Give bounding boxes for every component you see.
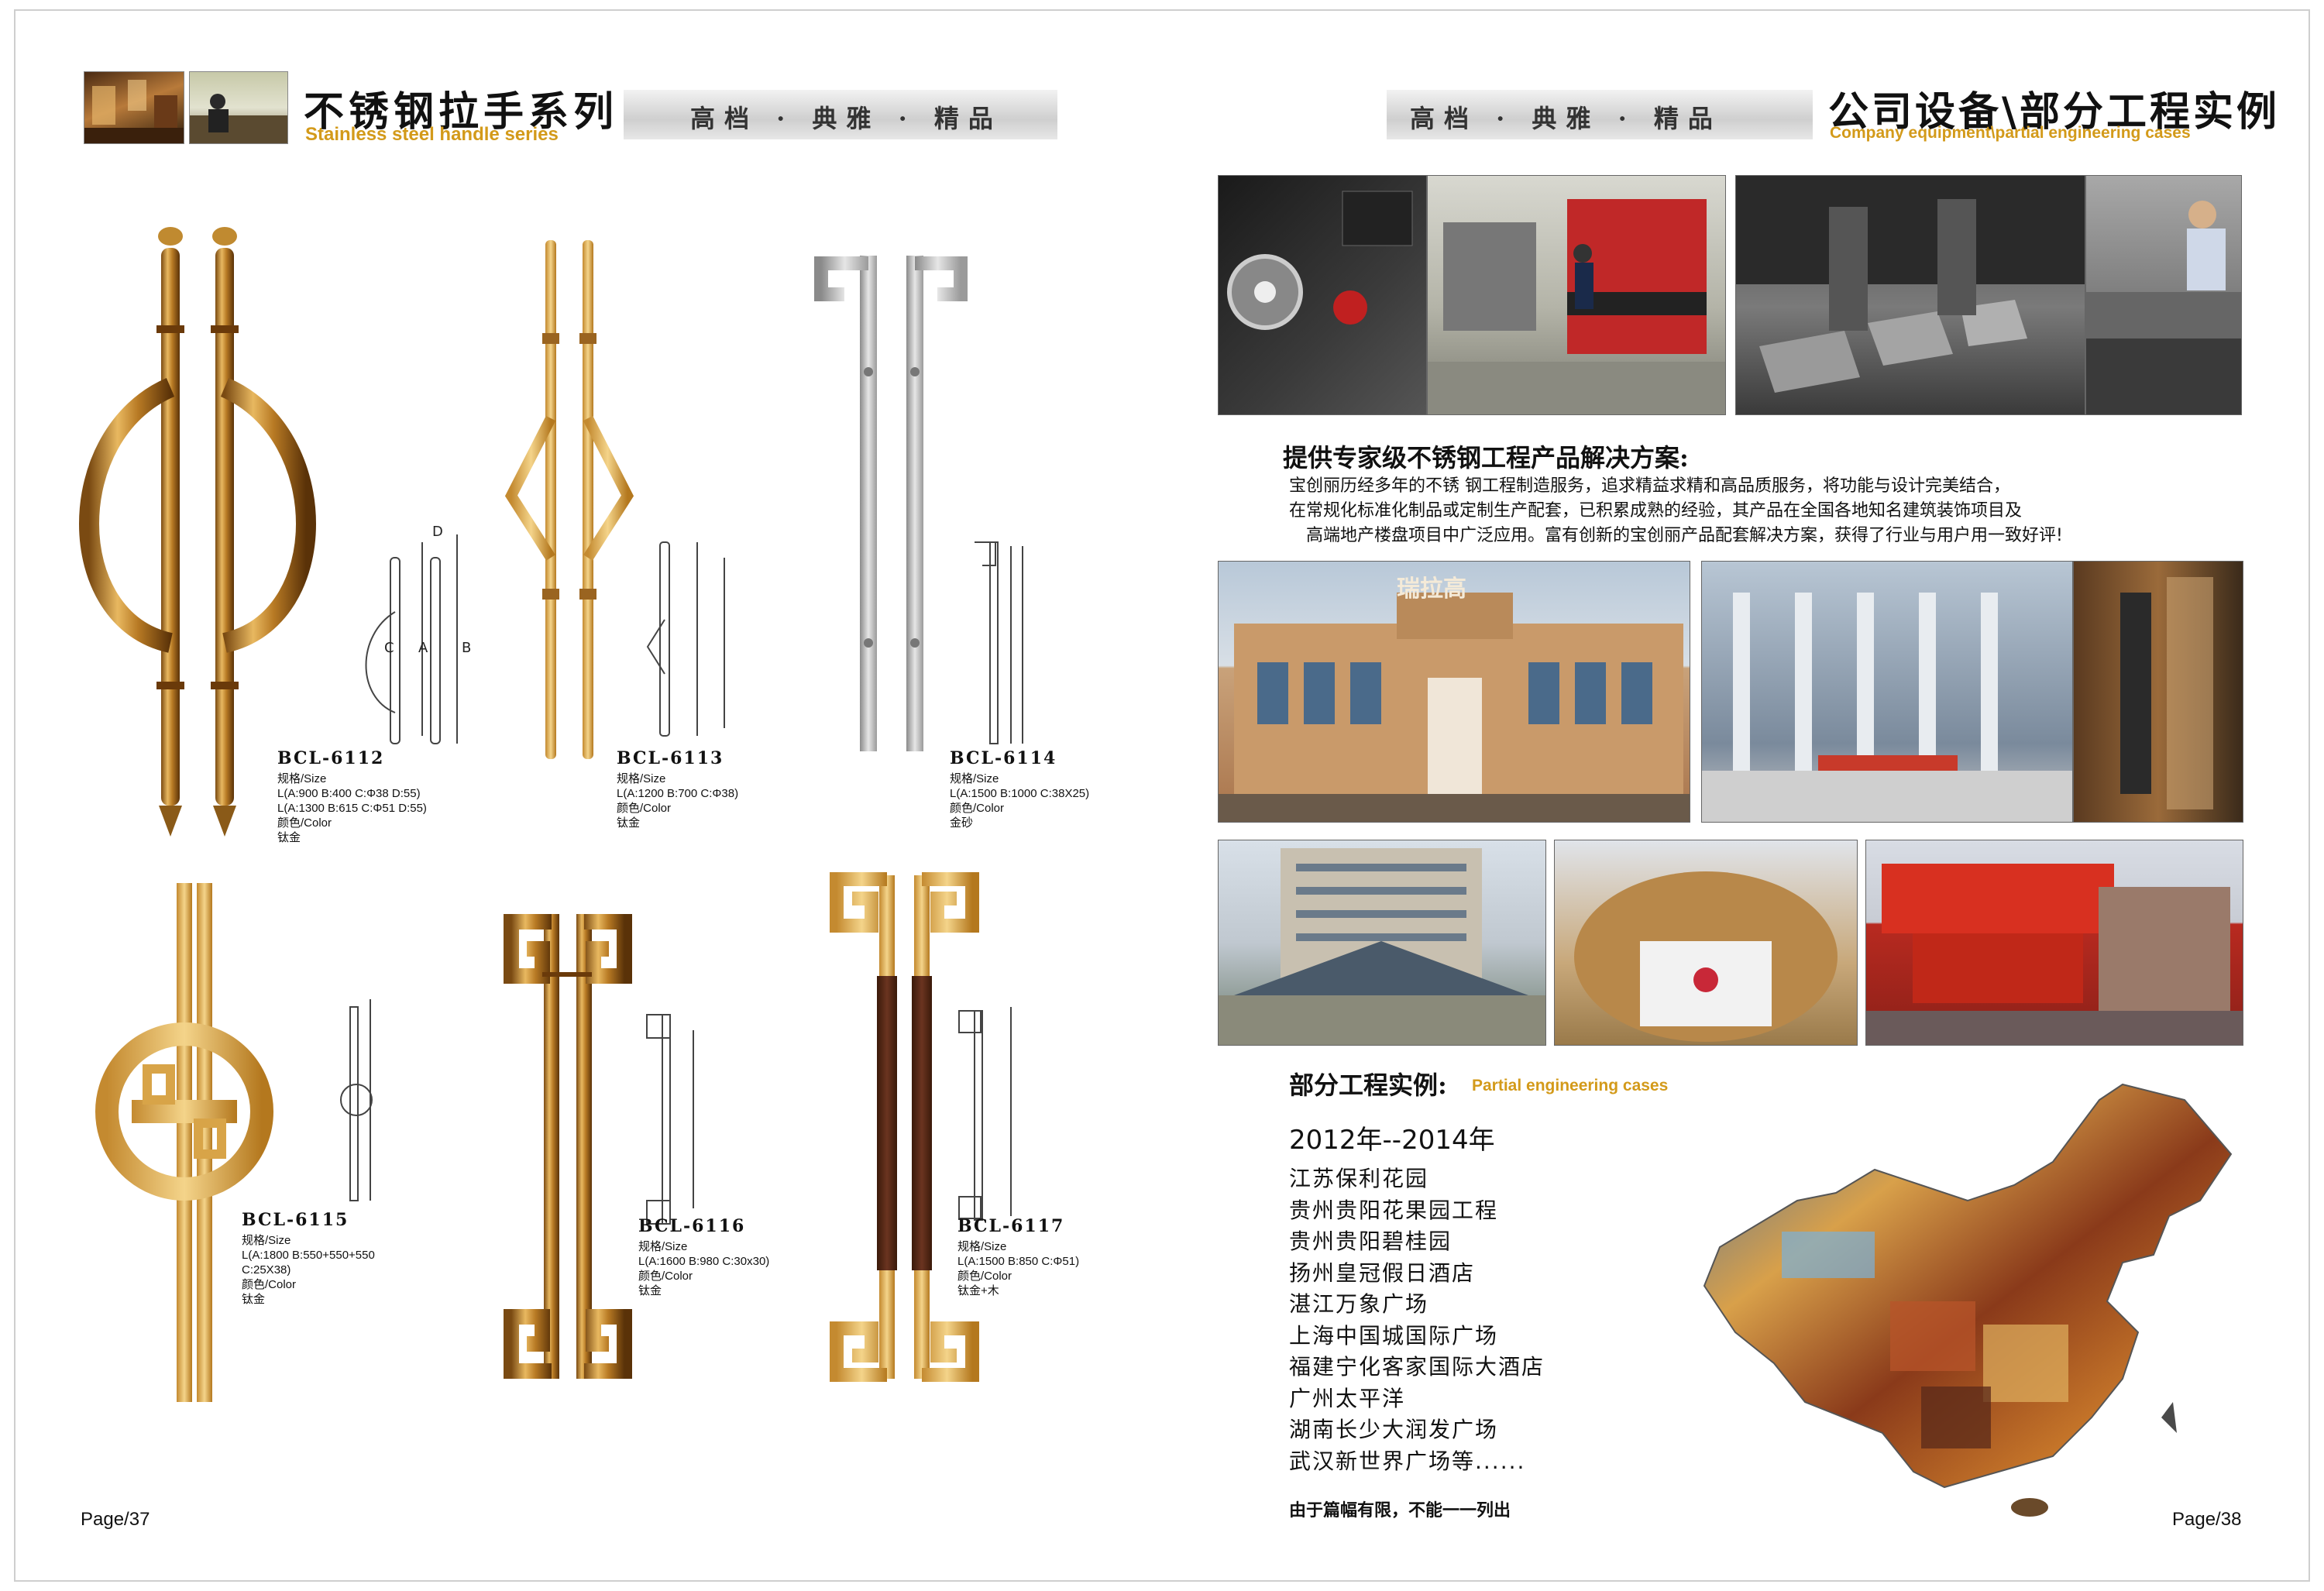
page-number-left: Page/37 <box>81 1509 150 1530</box>
list-item: 福建宁化客家国际大酒店 <box>1289 1354 1545 1380</box>
list-item: 贵州贵阳花果园工程 <box>1289 1197 1499 1223</box>
dim-label-c: C <box>384 640 394 656</box>
project-photo-atrium <box>2073 561 2243 823</box>
list-item: 广州太平洋 <box>1289 1385 1406 1411</box>
footnote: 由于篇幅有限，不能一一列出 <box>1289 1501 1511 1521</box>
handle-bcl-6113 <box>504 240 634 759</box>
handle-bcl-6117 <box>830 872 979 1382</box>
dim-label-a: A <box>418 640 428 656</box>
product-model: BCL-6116 <box>638 1216 746 1236</box>
product-model: BCL-6117 <box>957 1216 1065 1236</box>
shear-blade-icon <box>1736 176 2085 393</box>
diagram-bcl-6113 <box>646 541 725 737</box>
left-title-en: Stainless steel handle series <box>305 124 559 145</box>
dim-label-d: D <box>432 524 443 540</box>
red-building-icon <box>1866 864 2243 1045</box>
tower-icon <box>1219 848 1545 1045</box>
glass-facade-icon <box>1702 593 2072 822</box>
header-photo-interior <box>84 71 184 144</box>
building-sign: 瑞拉高 <box>1397 576 1466 603</box>
list-item: 扬州皇冠假日酒店 <box>1289 1259 1476 1286</box>
solutions-heading: 提供专家级不锈钢工程产品解决方案: <box>1283 443 1689 472</box>
atrium-icon <box>2120 577 2213 809</box>
equipment-photo-shear <box>1735 175 2085 415</box>
list-item: 湖南长少大润发广场 <box>1289 1417 1499 1442</box>
project-photo-red-building <box>1865 840 2243 1046</box>
list-item: 上海中国城国际广场 <box>1289 1322 1499 1349</box>
product-model: BCL-6113 <box>617 748 724 768</box>
machine-dial-icon <box>1227 191 1413 330</box>
china-map-collage <box>1703 1083 2233 1517</box>
project-list: 江苏保利花园 贵州贵阳花果园工程 贵州贵阳碧桂园 扬州皇冠假日酒店 湛江万象广场… <box>1289 1163 1545 1477</box>
handle-bcl-6114 <box>814 256 968 751</box>
page-number-right: Page/38 <box>2172 1509 2242 1530</box>
cases-heading-en: Partial engineering cases <box>1472 1077 1669 1094</box>
product-model: BCL-6112 <box>277 748 385 768</box>
diagram-bcl-6115 <box>340 999 373 1201</box>
list-item: 湛江万象广场 <box>1289 1291 1429 1317</box>
diagram-bcl-6112 <box>365 534 458 744</box>
building-icon <box>1219 593 1690 822</box>
header-photo-office <box>189 71 288 144</box>
diagram-bcl-6114 <box>975 541 1023 744</box>
project-photo-hotel <box>1554 840 1858 1046</box>
solutions-paragraph: 宝创丽历经多年的不锈 钢工程制造服务，追求精益求精和高品质服务，将功能与设计完美… <box>1289 476 2063 545</box>
left-slogan-text: 高档 · 典雅 · 精品 <box>690 104 1002 133</box>
diagram-bcl-6117 <box>958 1007 1012 1221</box>
worker-icon <box>2086 201 2241 414</box>
equipment-photo-worker <box>2085 175 2242 415</box>
product-model: BCL-6115 <box>242 1210 349 1230</box>
right-slogan-band: 高档 · 典雅 · 精品 <box>1387 90 1813 139</box>
handle-bcl-6112 <box>79 227 316 837</box>
right-title-en: Company equipment\partial engineering ca… <box>1830 124 2191 142</box>
office-photo-icon <box>190 94 287 143</box>
list-item: 武汉新世界广场等...... <box>1289 1448 1526 1474</box>
dim-label-b: B <box>462 640 472 656</box>
interior-photo-icon <box>84 80 184 143</box>
left-slogan-band: 高档 · 典雅 · 精品 <box>624 90 1057 139</box>
project-photo-glass-facade <box>1701 561 2073 823</box>
handle-illustrations <box>79 227 1023 1402</box>
left-title-cn: 不锈钢拉手系列 <box>304 89 619 136</box>
project-photo-tower <box>1218 840 1546 1046</box>
page-frame <box>14 9 2310 1582</box>
hotel-icon <box>1574 871 1838 1042</box>
cases-years: 2012年--2014年 <box>1289 1125 1495 1156</box>
right-title-cn: 公司设备\部分工程实例 <box>1828 89 2280 136</box>
press-machine-icon <box>1428 199 1725 414</box>
list-item: 贵州贵阳碧桂园 <box>1289 1228 1452 1254</box>
project-photo-european-building: 瑞拉高 <box>1218 561 1690 823</box>
handle-bcl-6116 <box>504 914 632 1379</box>
cases-heading-cn: 部分工程实例: <box>1289 1070 1447 1100</box>
product-model: BCL-6114 <box>950 748 1057 768</box>
list-item: 江苏保利花园 <box>1289 1166 1429 1191</box>
diagram-bcl-6116 <box>646 1014 694 1225</box>
handle-bcl-6115 <box>95 883 273 1402</box>
right-slogan-text: 高档 · 典雅 · 精品 <box>1410 104 1722 133</box>
equipment-photo-dial <box>1218 175 1427 415</box>
equipment-photo-press <box>1427 175 1726 415</box>
